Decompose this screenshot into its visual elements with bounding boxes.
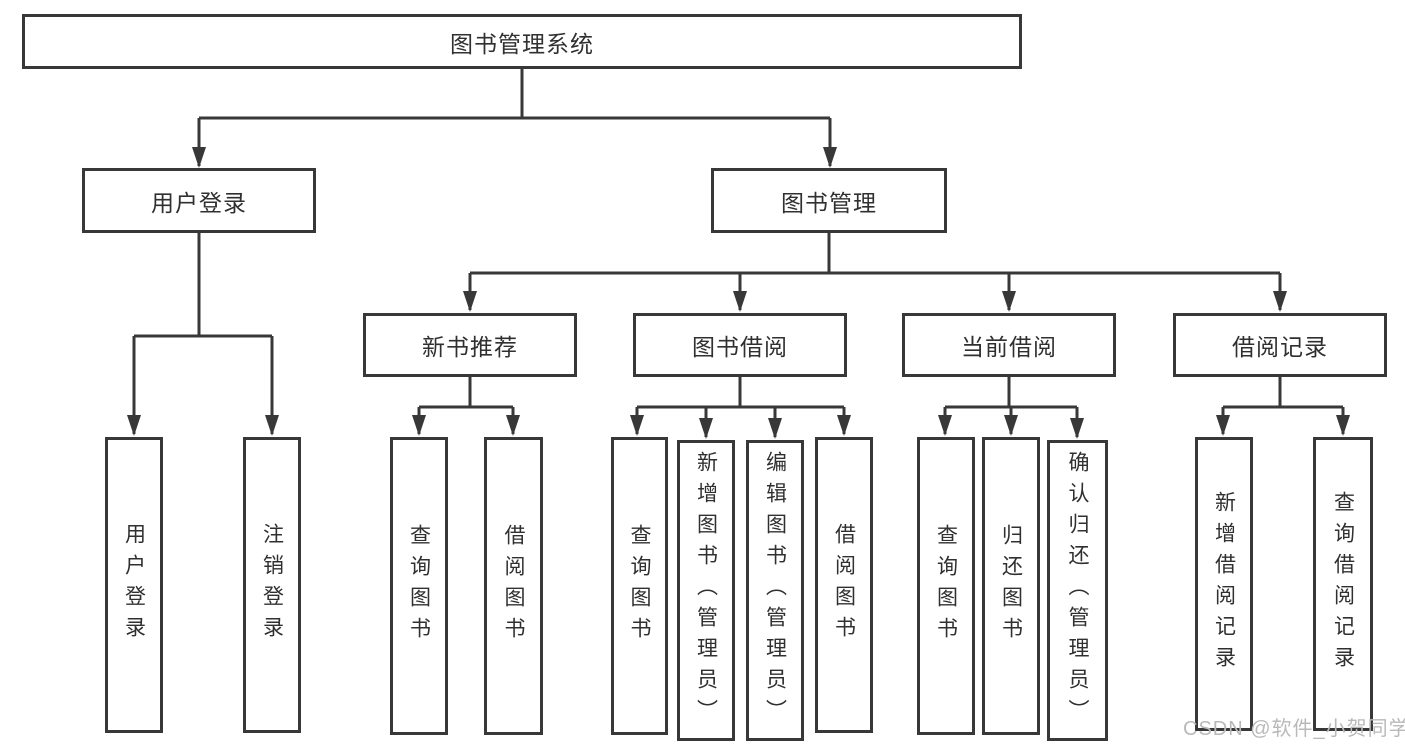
leaf-query-book: 查询图书 [917, 437, 975, 735]
node-label: 注销登录 [260, 523, 284, 647]
node-label: 编辑图书（管理员） [763, 451, 787, 730]
node-book-borrowing: 图书借阅 [633, 313, 847, 377]
node-label: 查询借阅记录 [1331, 491, 1355, 677]
node-user-login: 用户登录 [82, 168, 316, 233]
node-label: 查询图书 [934, 524, 958, 648]
node-label: 借阅记录 [1232, 334, 1328, 360]
node-label: 借阅图书 [832, 523, 856, 647]
leaf-user-login: 用户登录 [105, 437, 163, 733]
leaf-add-borrow-record: 新增借阅记录 [1195, 437, 1253, 731]
arrowheads [127, 147, 1350, 439]
node-label: 借阅图书 [502, 524, 525, 648]
node-book-management: 图书管理 [711, 168, 947, 233]
node-label: 用户登录 [151, 189, 247, 216]
node-borrowing-records: 借阅记录 [1173, 313, 1387, 377]
node-label: 用户登录 [122, 523, 146, 647]
leaf-query-book: 查询图书 [390, 437, 448, 735]
leaf-add-book-admin: 新增图书（管理员） [677, 440, 735, 741]
leaf-borrow-book: 借阅图书 [484, 437, 543, 735]
leaf-return-book: 归还图书 [982, 437, 1040, 735]
leaf-confirm-return-admin: 确认归还（管理员） [1047, 440, 1108, 741]
node-label: 查询图书 [407, 524, 431, 648]
connector-lines [132, 69, 1345, 437]
leaf-query-borrow-record: 查询借阅记录 [1313, 437, 1373, 731]
node-label: 图书借阅 [692, 334, 788, 360]
node-label: 图书管理系统 [450, 30, 594, 57]
node-new-book-recommendation: 新书推荐 [363, 313, 577, 377]
node-label: 查询图书 [628, 524, 651, 648]
node-label: 归还图书 [999, 524, 1023, 648]
node-label: 确认归还（管理员） [1066, 451, 1089, 730]
csdn-watermark: CSDN @软件_小贺同学 [1183, 718, 1405, 740]
node-label: 新增图书（管理员） [694, 451, 718, 730]
node-label: 新书推荐 [422, 334, 518, 360]
node-library-management-system: 图书管理系统 [22, 14, 1022, 69]
node-current-borrowing: 当前借阅 [902, 313, 1116, 377]
leaf-query-book: 查询图书 [611, 437, 668, 735]
node-label: 新增借阅记录 [1212, 491, 1236, 677]
node-label: 当前借阅 [961, 334, 1057, 360]
leaf-edit-book-admin: 编辑图书（管理员） [746, 440, 804, 741]
leaf-borrow-book: 借阅图书 [815, 437, 873, 733]
leaf-logout: 注销登录 [243, 437, 301, 733]
node-label: 图书管理 [781, 189, 877, 216]
